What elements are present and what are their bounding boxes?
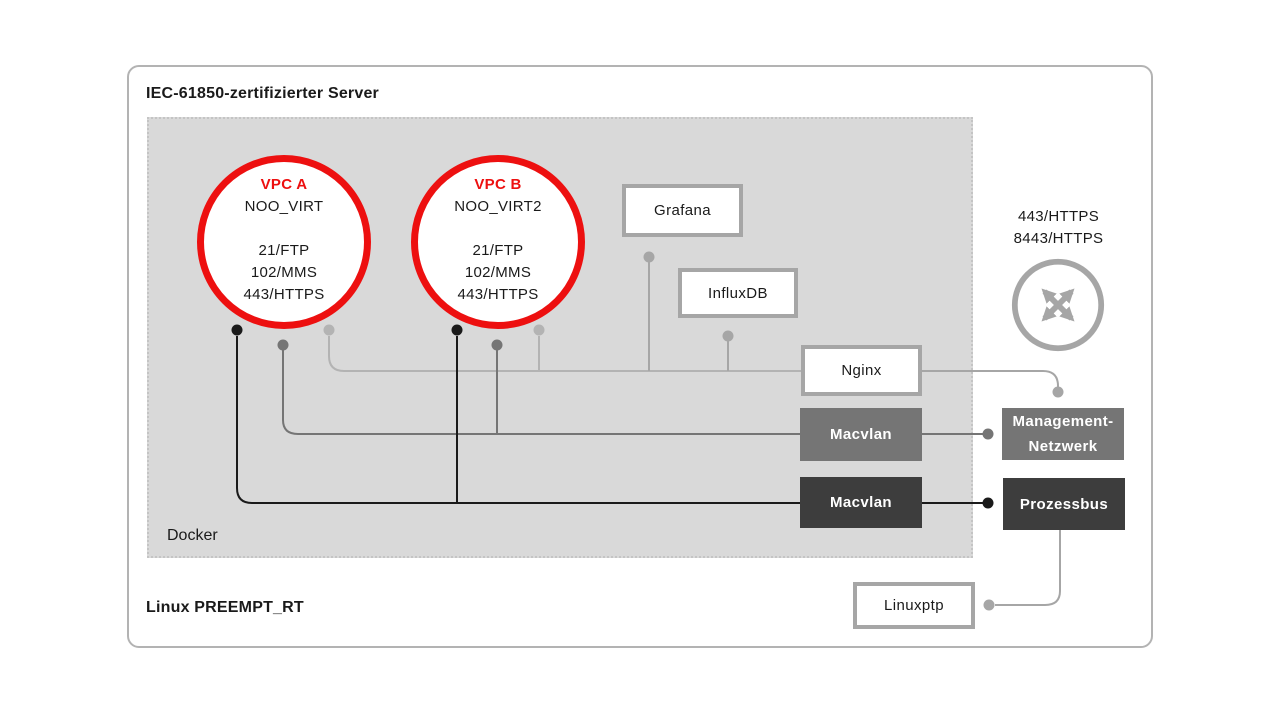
nginx-node: Nginx: [801, 345, 922, 396]
router-port-8443: 8443/HTTPS: [1013, 230, 1104, 247]
spacer: [204, 218, 364, 240]
vpc-a-host: NOO_VIRT: [244, 198, 324, 215]
vpc-b-name: VPC B: [474, 176, 522, 193]
influxdb-label: InfluxDB: [708, 284, 768, 302]
server-title: IEC-61850-zertifizierter Server: [146, 85, 379, 102]
grafana-label: Grafana: [654, 202, 711, 219]
router-port-443: 443/HTTPS: [1017, 208, 1100, 225]
vpc-b-port-ftp: 21/FTP: [472, 242, 524, 259]
macvlan-management-node: Macvlan: [800, 408, 922, 461]
management-netzwerk-label-line2: Netzwerk: [1028, 438, 1098, 455]
management-netzwerk-node: Management- Netzwerk: [1002, 408, 1124, 460]
macvlan-prozessbus-label: Macvlan: [830, 494, 892, 511]
macvlan-management-label: Macvlan: [830, 426, 892, 443]
vpc-b-host: NOO_VIRT2: [454, 198, 542, 215]
prozessbus-node: Prozessbus: [1003, 478, 1125, 530]
router-ports-label: 443/HTTPS 8443/HTTPS: [988, 206, 1129, 250]
influxdb-node: InfluxDB: [678, 268, 798, 318]
grafana-node: Grafana: [622, 184, 743, 237]
vpc-a-node: VPC A NOO_VIRT 21/FTP 102/MMS 443/HTTPS: [197, 155, 371, 329]
vpc-a-port-ftp: 21/FTP: [258, 242, 310, 259]
vpc-b-port-mms: 102/MMS: [464, 264, 532, 281]
docker-label: Docker: [167, 527, 218, 544]
management-netzwerk-label-line1: Management-: [1012, 413, 1114, 430]
linuxptp-label: Linuxptp: [884, 597, 944, 614]
nginx-label: Nginx: [841, 362, 882, 379]
vpc-b-node: VPC B NOO_VIRT2 21/FTP 102/MMS 443/HTTPS: [411, 155, 585, 329]
linuxptp-node: Linuxptp: [853, 582, 975, 629]
vpc-b-port-https: 443/HTTPS: [457, 286, 539, 303]
os-label: Linux PREEMPT_RT: [146, 599, 304, 616]
spacer: [418, 218, 578, 240]
vpc-a-port-https: 443/HTTPS: [243, 286, 325, 303]
macvlan-prozessbus-node: Macvlan: [800, 477, 922, 528]
prozessbus-label: Prozessbus: [1019, 495, 1109, 513]
vpc-a-name: VPC A: [260, 176, 308, 193]
vpc-a-port-mms: 102/MMS: [250, 264, 318, 281]
network-switch-icon: [1011, 258, 1105, 352]
